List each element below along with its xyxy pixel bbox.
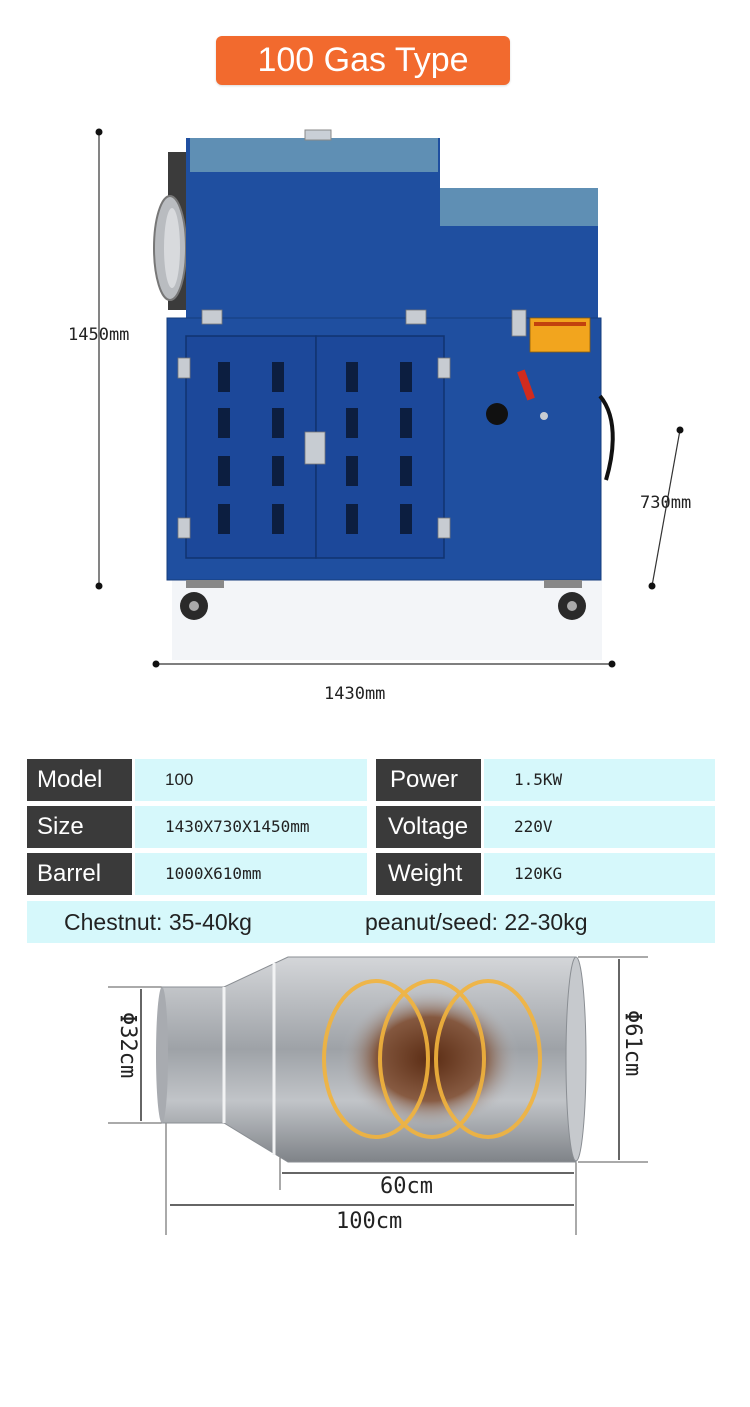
spec-value-weight: 120KG <box>484 853 715 895</box>
capacity-peanut: peanut/seed: 22-30kg <box>365 909 588 935</box>
capacity-row: Chestnut: 35-40kg peanut/seed: 22-30kg <box>27 901 715 943</box>
spec-label-power: Power <box>376 759 481 801</box>
machine-illustration <box>95 128 684 668</box>
spec-label-voltage: Voltage <box>376 806 481 848</box>
height-dimension-label: 1450mm <box>68 325 130 345</box>
capacity-chestnut: Chestnut: 35-40kg <box>64 909 252 935</box>
spec-value-power: 1.5KW <box>484 759 715 801</box>
spec-label-model: Model <box>27 759 132 801</box>
depth-dimension-label: 730mm <box>640 493 692 513</box>
spec-value-voltage: 220V <box>484 806 715 848</box>
spec-value-model: 100 <box>135 759 367 801</box>
spec-value-barrel: 1000X610mm <box>135 853 367 895</box>
small-diameter-label: Φ32cm <box>115 1012 140 1079</box>
body-length-label: 60cm <box>380 1174 433 1199</box>
title-badge: 100 Gas Type <box>216 36 510 85</box>
barrel-illustration <box>108 956 648 1235</box>
depth-dimension-line <box>651 429 681 587</box>
large-diameter-label: Φ61cm <box>620 1010 645 1077</box>
total-length-label: 100cm <box>336 1209 403 1234</box>
spec-label-weight: Weight <box>376 853 481 895</box>
width-dimension-label: 1430mm <box>324 684 386 704</box>
spec-value-size: 1430X730X1450mm <box>135 806 367 848</box>
spec-label-barrel: Barrel <box>27 853 132 895</box>
spec-label-size: Size <box>27 806 132 848</box>
